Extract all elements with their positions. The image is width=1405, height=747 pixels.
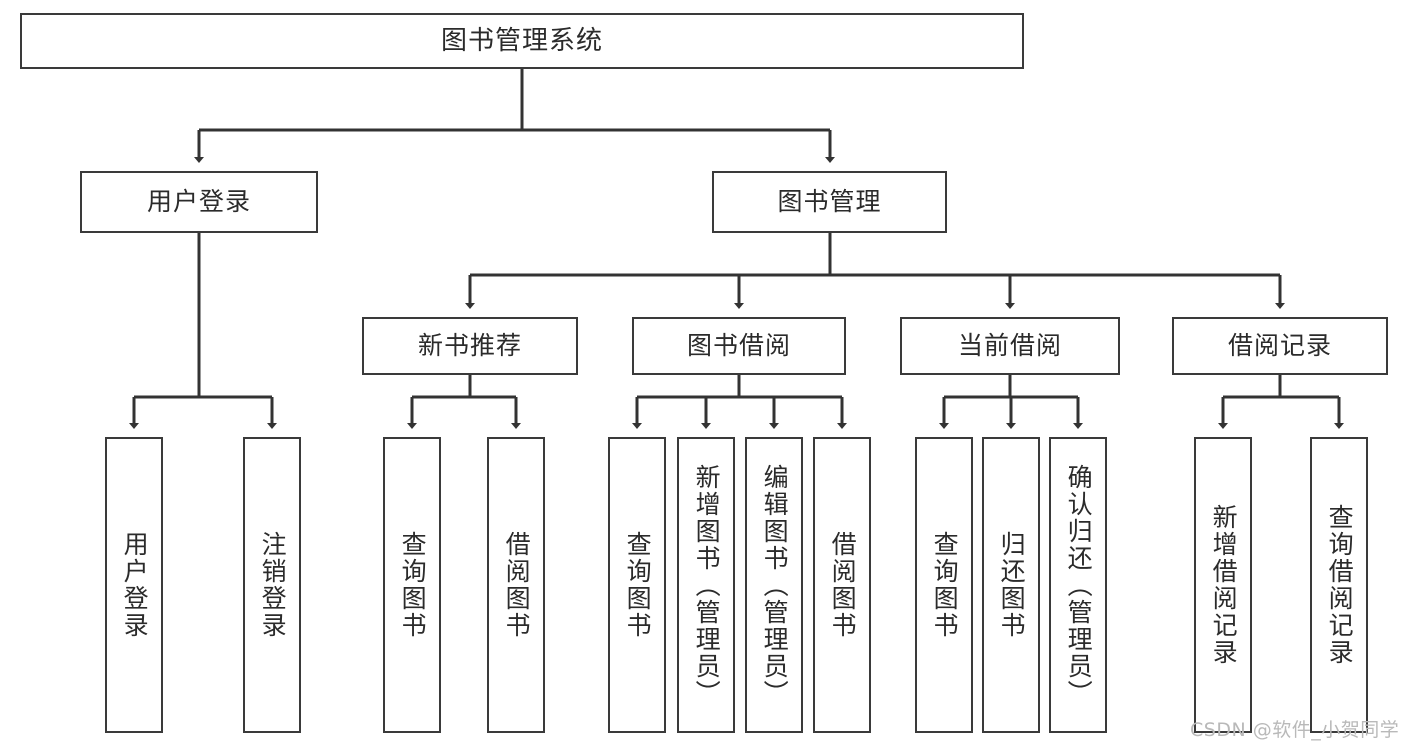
node-book-manage[interactable]: 图书管理: [712, 171, 947, 233]
leaf-user-login[interactable]: 用户登录: [105, 437, 163, 733]
node-label: 借阅图书: [828, 531, 858, 639]
leaf-edit-book[interactable]: 编辑图书（管理员）: [745, 437, 803, 733]
node-label: 图书借阅: [686, 331, 791, 361]
node-label: 新增图书（管理员）: [692, 463, 722, 707]
node-current-borrow[interactable]: 当前借阅: [900, 317, 1120, 375]
node-root-system[interactable]: 图书管理系统: [20, 13, 1024, 69]
leaf-add-book[interactable]: 新增图书（管理员）: [677, 437, 735, 733]
node-label: 查询图书: [623, 531, 653, 639]
node-label: 借阅记录: [1227, 331, 1332, 361]
node-new-book-rec[interactable]: 新书推荐: [362, 317, 578, 375]
leaf-return-book[interactable]: 归还图书: [982, 437, 1040, 733]
leaf-borrow-book-1[interactable]: 借阅图书: [487, 437, 545, 733]
leaf-add-record[interactable]: 新增借阅记录: [1194, 437, 1252, 733]
csdn-watermark: CSDN @软件_小贺同学: [1190, 719, 1400, 741]
node-user-login[interactable]: 用户登录: [80, 171, 318, 233]
node-label: 当前借阅: [957, 331, 1062, 361]
leaf-confirm-return[interactable]: 确认归还（管理员）: [1049, 437, 1107, 733]
node-label: 注销登录: [258, 531, 288, 639]
node-label: 查询借阅记录: [1325, 504, 1355, 666]
node-label: 确认归还（管理员）: [1064, 463, 1094, 707]
node-label: 查询图书: [930, 531, 960, 639]
node-label: 查询图书: [398, 531, 428, 639]
node-label: 图书管理系统: [440, 25, 603, 56]
node-label: 用户登录: [146, 187, 251, 217]
node-label: 借阅图书: [502, 531, 532, 639]
leaf-query-book-1[interactable]: 查询图书: [383, 437, 441, 733]
node-label: 归还图书: [997, 531, 1027, 639]
node-label: 图书管理: [777, 187, 882, 217]
node-label: 新增借阅记录: [1209, 504, 1239, 666]
node-label: 新书推荐: [417, 331, 522, 361]
node-label: 编辑图书（管理员）: [760, 463, 790, 707]
node-borrow-record[interactable]: 借阅记录: [1172, 317, 1388, 375]
leaf-query-book-2[interactable]: 查询图书: [608, 437, 666, 733]
leaf-borrow-book-2[interactable]: 借阅图书: [813, 437, 871, 733]
leaf-query-record[interactable]: 查询借阅记录: [1310, 437, 1368, 733]
leaf-query-book-3[interactable]: 查询图书: [915, 437, 973, 733]
node-label: 用户登录: [120, 531, 150, 639]
node-book-borrow[interactable]: 图书借阅: [632, 317, 846, 375]
leaf-logout[interactable]: 注销登录: [243, 437, 301, 733]
